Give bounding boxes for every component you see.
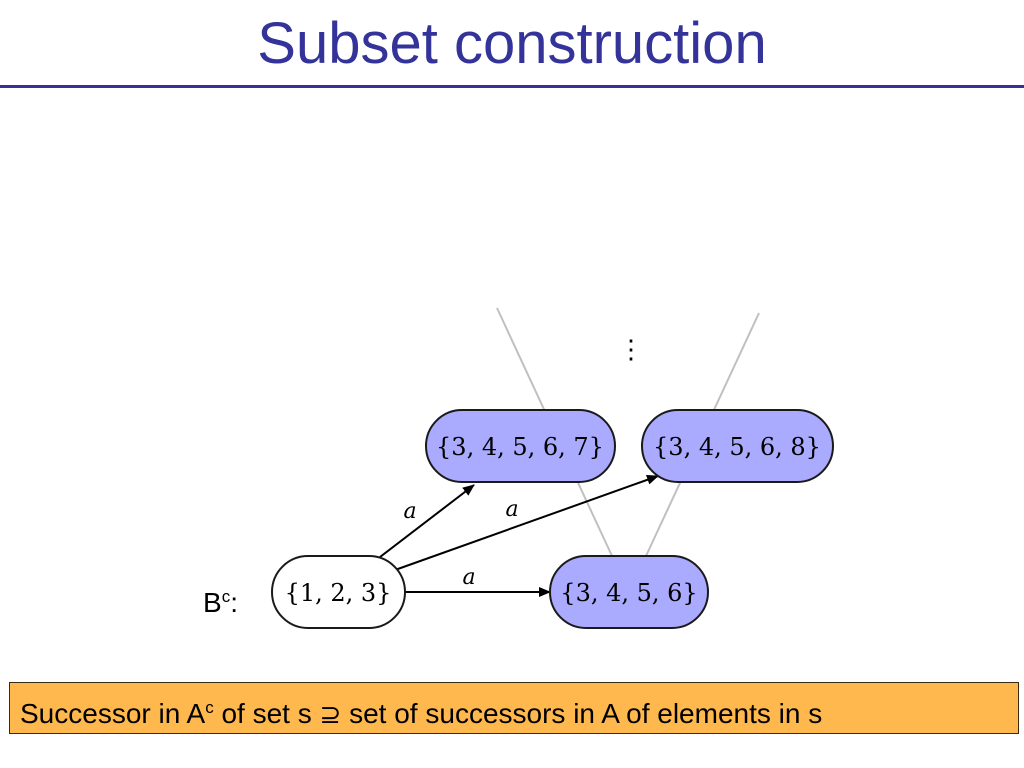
state-node-34567: {3, 4, 5, 6, 7} [425, 409, 616, 483]
continuation-ellipsis: ⋮ [618, 335, 644, 365]
automaton-name-suffix: : [230, 587, 238, 618]
slide-title: Subset construction [257, 11, 767, 76]
edge-label-start-to-3456: a [462, 565, 475, 590]
state-node-123: {1, 2, 3} [271, 555, 406, 629]
state-node-34568: {3, 4, 5, 6, 8} [641, 409, 834, 483]
callout-superscript: c [205, 698, 214, 717]
title-underline [0, 85, 1024, 88]
edge-start-to-34568 [394, 474, 659, 571]
automaton-name-base: B [203, 587, 222, 618]
callout-text-middle: of set s [213, 698, 320, 729]
state-node-123-label: {1, 2, 3} [285, 579, 392, 607]
state-node-3456: {3, 4, 5, 6} [549, 555, 709, 629]
successor-callout-box: Successor in Ac of set s ⊇ set of succes… [9, 682, 1019, 734]
automaton-name-superscript: c [221, 587, 231, 606]
edge-label-start-to-34568: a [505, 497, 518, 522]
state-node-3456-label: {3, 4, 5, 6} [560, 579, 697, 607]
state-node-34567-label: {3, 4, 5, 6, 7} [436, 433, 604, 461]
callout-text-end: set of successors in A of elements in s [341, 698, 823, 729]
edge-label-start-to-34567: a [403, 499, 416, 524]
edge-start-to-34567 [379, 484, 475, 558]
automaton-name-label: Bc: [203, 579, 238, 621]
callout-text-start: Successor in A [20, 698, 206, 729]
state-node-34568-label: {3, 4, 5, 6, 8} [653, 433, 821, 461]
superset-symbol: ⊇ [319, 700, 342, 730]
